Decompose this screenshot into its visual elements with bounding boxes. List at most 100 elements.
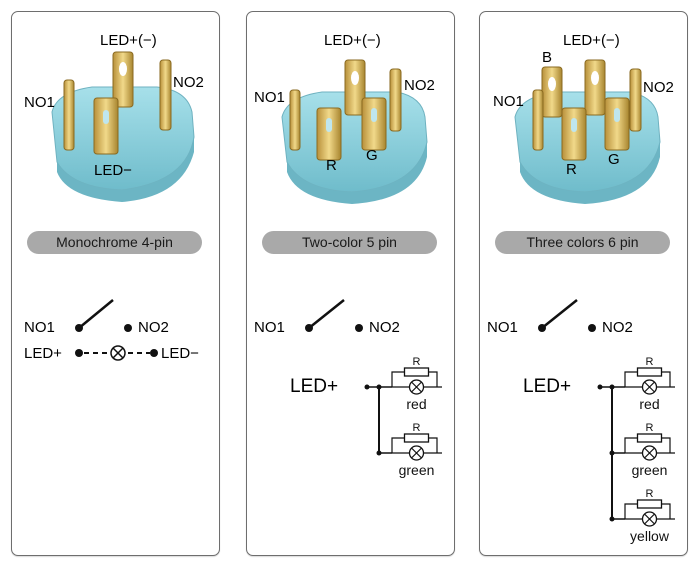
resistor-label: R [646,488,654,500]
variant-label: Three colors 6 pin [495,231,670,254]
label-r: R [566,161,577,178]
resistor-label: R [413,356,421,368]
label-no1: NO1 [493,93,524,110]
label-led-plus-minus: LED+(−) [324,32,381,49]
connector-photo: LED+(−) NO1 NO2 R G [254,32,435,204]
label-led-plus-minus: LED+(−) [100,32,157,49]
pin-led-plus [584,59,606,116]
branch-color-label: yellow [630,528,670,544]
label-no2: NO2 [173,74,204,91]
pin-g [604,97,630,151]
schem-no1: NO1 [487,319,518,336]
wire [428,371,438,387]
wire [391,437,405,453]
branch-color-label: red [639,396,659,412]
schematic: NO1 NO2 LED+ LED− [24,299,199,362]
lamp-icon [110,345,126,361]
panel-three-color-6pin: B LED+(−) NO1 NO2 R G Three colors 6 pin… [479,11,688,556]
lamp-cross [411,381,422,393]
switch-lever [308,299,345,329]
schem-led-plus: LED+ [523,376,571,397]
pin-led-plus [112,51,134,108]
label-g: G [608,151,620,168]
lamp-icon [641,511,658,527]
no2-terminal [124,324,132,332]
resistor-label: R [413,422,421,434]
label-r: R [326,157,337,174]
no2-terminal [588,324,596,332]
pin-no1 [289,89,301,151]
label-g: G [366,147,378,164]
led-minus-terminal [150,349,158,357]
label-led-minus: LED− [94,162,132,179]
wire [624,437,638,453]
pin-no1 [63,79,75,151]
schem-no2: NO2 [138,319,169,336]
wire [428,437,438,453]
lamp-cross [411,447,422,459]
panel-two-color-5pin: LED+(−) NO1 NO2 R G Two-color 5 pin NO1 … [246,11,455,556]
schem-led-plus: LED+ [290,376,338,397]
resistor-icon [636,499,663,509]
pin-r [561,107,587,161]
schem-no1: NO1 [254,319,285,336]
pin-no2 [629,68,642,132]
branch-color-label: green [399,462,435,478]
pin-no2 [159,59,172,131]
wire [661,371,671,387]
resistor-icon [403,367,430,377]
branch-color-label: red [406,396,426,412]
lamp-circle [641,379,658,395]
label-no1: NO1 [254,89,285,106]
schem-led-plus: LED+ [24,345,62,362]
switch-lever [541,299,578,329]
lamp-cross [644,381,655,393]
connector-photo: LED+(−) NO1 NO2 LED− [24,32,204,202]
schem-no1: NO1 [24,319,55,336]
schem-no2: NO2 [602,319,633,336]
branch-color-label: green [632,462,668,478]
label-b: B [542,49,552,66]
label-no1: NO1 [24,94,55,111]
pin-no2 [389,68,402,132]
pin-g [361,97,387,151]
pin-r [316,107,342,161]
panel-monochrome-4pin: LED+(−) NO1 NO2 LED− Monochrome 4-pin NO… [11,11,220,556]
lamp-circle [641,511,658,527]
no2-terminal [355,324,363,332]
lamp-icon [641,445,658,461]
lamp-icon [408,445,425,461]
connector-photo: B LED+(−) NO1 NO2 R G [493,32,674,204]
resistor-icon [636,433,663,443]
variant-label: Monochrome 4-pin [27,231,202,254]
wire [661,503,671,519]
pin-led-minus [93,97,119,155]
label-led-plus-minus: LED+(−) [563,32,620,49]
switch-lever [78,299,114,329]
label-no2: NO2 [643,79,674,96]
wire [391,371,405,387]
resistor-label: R [646,356,654,368]
schem-no2: NO2 [369,319,400,336]
resistor-icon [636,367,663,377]
resistor-icon [403,433,430,443]
wire [624,503,638,519]
lamp-cross [644,513,655,525]
pin-no1 [532,89,544,151]
lamp-circle [408,445,425,461]
connector-body [51,86,195,202]
lamp-icon [641,379,658,395]
variant-label: Two-color 5 pin [262,231,437,254]
pin-b [541,66,563,118]
lamp-icon [408,379,425,395]
led-plus-terminal [75,349,83,357]
